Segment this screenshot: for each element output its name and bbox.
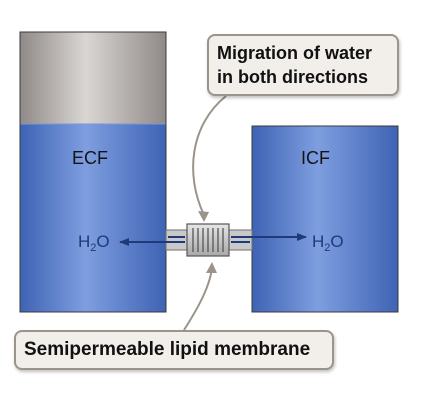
callout-water-line2: in both directions xyxy=(217,67,368,87)
icf-label: ICF xyxy=(301,148,330,168)
pointer-membrane xyxy=(183,267,213,331)
water-label-ecf: H2O xyxy=(78,232,110,254)
callout-membrane: Semipermeable lipid membrane xyxy=(14,330,334,370)
membrane-pores xyxy=(192,228,224,252)
flow-arrows xyxy=(119,233,307,246)
ecf-water xyxy=(20,124,166,312)
ecf-tank-empty-space xyxy=(20,32,166,124)
ecf-label: ECF xyxy=(72,148,108,168)
icf-water xyxy=(252,126,398,312)
pointer-water xyxy=(192,95,227,216)
ecf-tank xyxy=(19,31,167,313)
pointer-membrane-head xyxy=(206,262,217,273)
callout-water-line1: Migration of water xyxy=(217,43,373,63)
callout-water-migration: Migration of water in both directions xyxy=(207,34,399,96)
membrane xyxy=(186,223,230,257)
pointer-water-head xyxy=(198,211,209,222)
icf-tank xyxy=(251,125,399,313)
water-label-icf: H2O xyxy=(312,232,344,254)
